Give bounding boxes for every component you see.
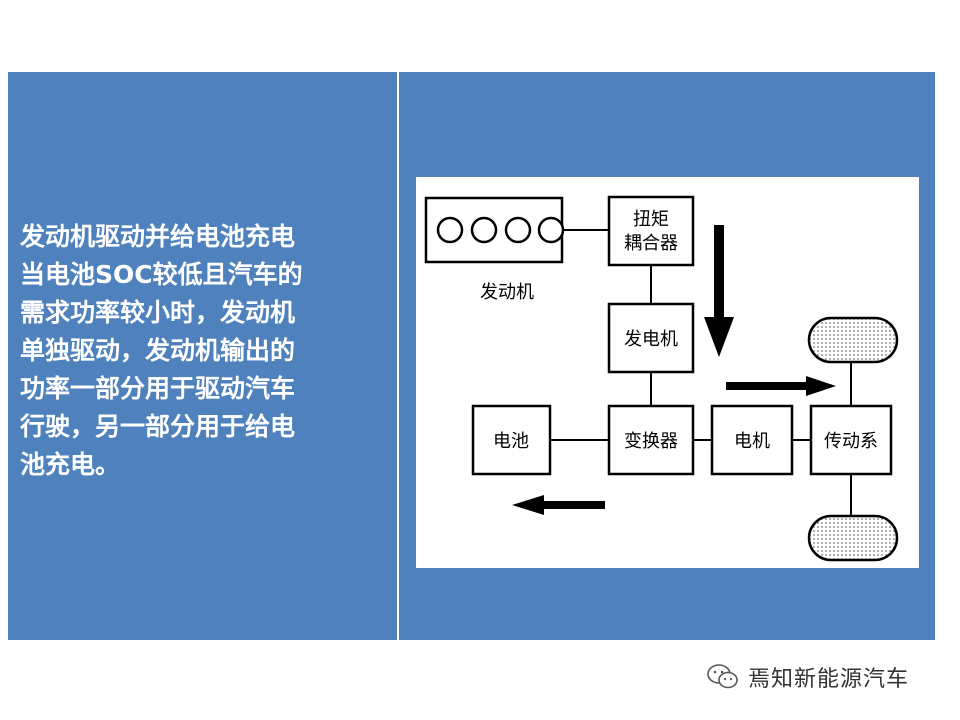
watermark-text: 焉知新能源汽车 — [748, 667, 910, 692]
panel-divider — [397, 72, 399, 640]
down-arrow-icon — [704, 225, 734, 357]
body-line: 需求功率较小时，发动机 — [20, 298, 296, 327]
motor-box — [710, 404, 794, 476]
body-line: 池充电。 — [20, 450, 121, 479]
motor-label: 电机 — [734, 431, 770, 452]
battery-label: 电池 — [493, 431, 529, 452]
generator-label: 发电机 — [624, 329, 678, 350]
right-arrow-icon — [726, 376, 836, 396]
transmission-box — [809, 404, 893, 476]
converter-label: 变换器 — [624, 431, 678, 452]
slide-body: 当电池SOC较低且汽车的 需求功率较小时，发动机 单独驱动，发动机输出的 功率一… — [20, 256, 380, 484]
engine-block — [424, 196, 565, 264]
connection-lines — [550, 229, 852, 517]
transmission-label: 传动系 — [824, 431, 878, 452]
slide-heading: 发动机驱动并给电池充电 — [20, 222, 296, 251]
left-arrow-icon — [512, 495, 605, 515]
powertrain-diagram: 发动机 扭矩 耦合器 发电机 电池 变换器 电机 传动系 — [416, 177, 919, 568]
watermark: 焉知新能源汽车 — [706, 660, 909, 694]
body-line: 当电池SOC较低且汽车的 — [20, 260, 303, 289]
description-text: 发动机驱动并给电池充电 当电池SOC较低且汽车的 需求功率较小时，发动机 单独驱… — [20, 218, 380, 484]
coupler-label-line2: 耦合器 — [624, 233, 678, 254]
wechat-icon — [707, 664, 738, 689]
left-text-panel — [8, 72, 397, 640]
front-wheel — [807, 316, 899, 364]
torque-coupler-box — [607, 195, 695, 267]
body-line: 功率一部分用于驱动汽车 — [20, 374, 296, 403]
converter-box — [607, 404, 695, 476]
generator-box — [607, 302, 695, 374]
engine-label: 发动机 — [480, 282, 534, 303]
coupler-label-line1: 扭矩 — [633, 209, 669, 230]
body-line: 单独驱动，发动机输出的 — [20, 336, 296, 365]
rear-wheel — [807, 514, 899, 562]
body-line: 行驶，另一部分用于给电 — [20, 412, 296, 441]
battery-box — [471, 404, 552, 476]
